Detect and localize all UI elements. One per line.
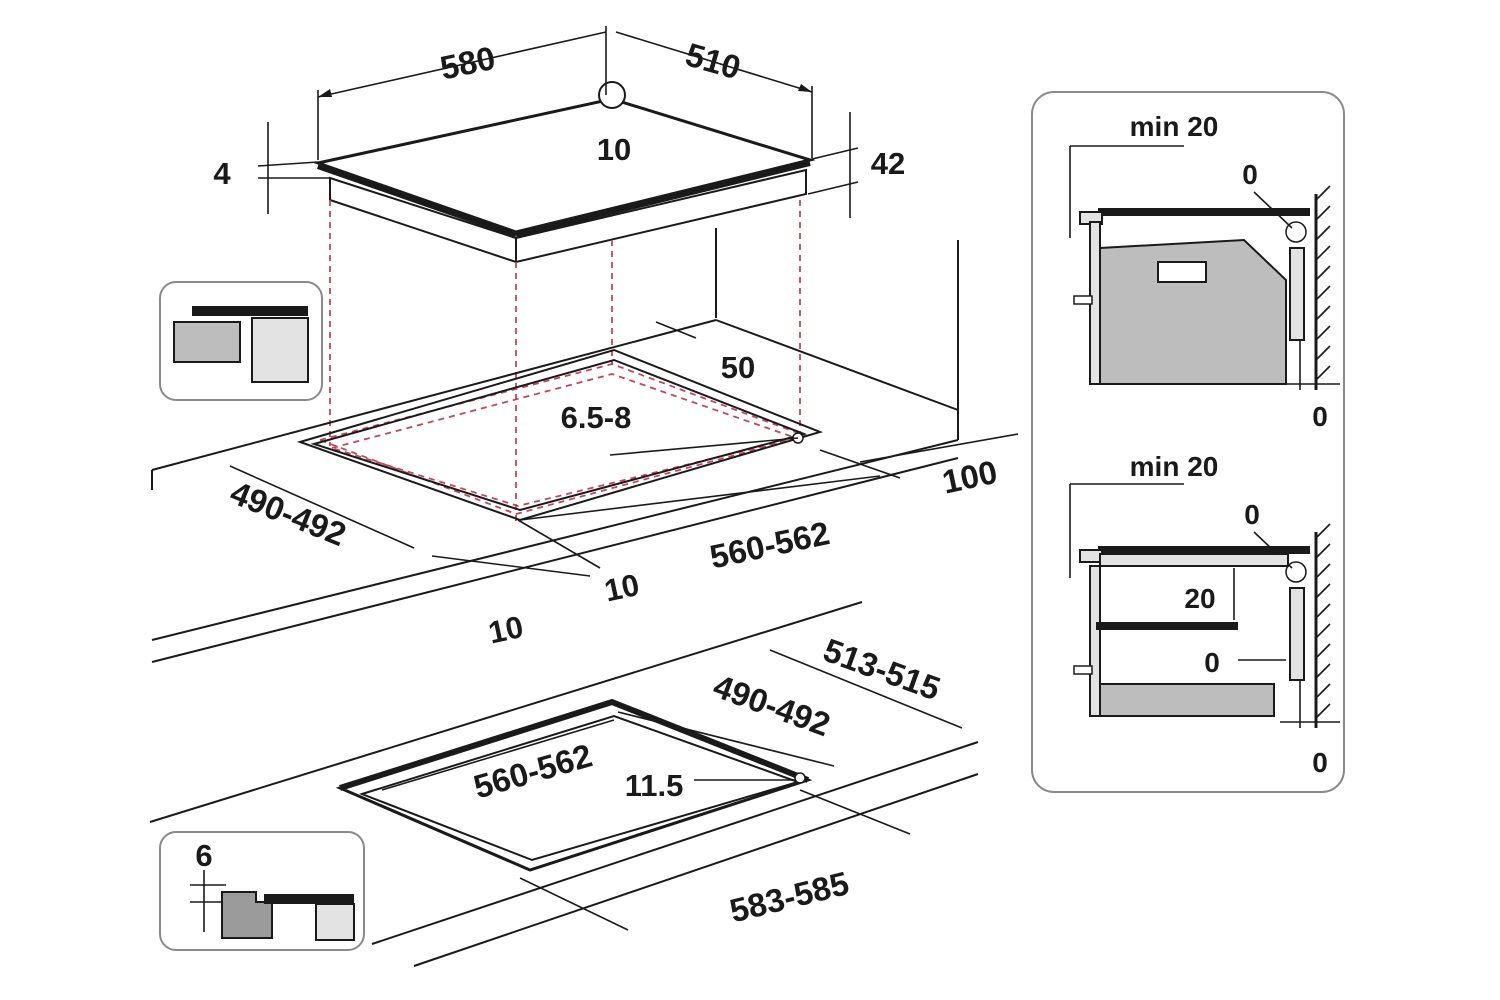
bottom-bottom-gap-label: 0 xyxy=(1312,747,1328,778)
recess-depth-label: 6 xyxy=(195,838,212,873)
front-clearance-label: 50 xyxy=(721,350,755,385)
bottom-gap-label: 0 xyxy=(1244,499,1260,530)
total-height-label: 42 xyxy=(871,146,905,181)
cutout-labels: 50 6.5-8 490-492 560-562 100 10 10 xyxy=(225,350,1000,650)
side-margin-right-label: 10 xyxy=(601,567,642,608)
hob-drawing xyxy=(312,81,816,264)
worktop-cutout xyxy=(151,228,959,663)
wall-hatch-bottom xyxy=(1315,523,1331,719)
wall-hatch-top xyxy=(1315,185,1331,381)
clearance-bottom-section xyxy=(1069,483,1340,728)
cutout-depth-label: 490-492 xyxy=(225,474,351,554)
hob-width-label: 580 xyxy=(437,39,499,87)
bottom-side-gap-label: 0 xyxy=(1204,647,1220,678)
top-bottom-gap-label: 0 xyxy=(1312,401,1328,432)
top-min-label: min 20 xyxy=(1130,111,1219,142)
hob-body-side xyxy=(515,168,807,264)
hob-dimensions xyxy=(257,26,859,218)
detail-box-bottom xyxy=(159,831,365,951)
detail-box-top xyxy=(159,281,323,401)
side-margin-left-label: 10 xyxy=(485,609,526,650)
top-gap-label: 0 xyxy=(1242,159,1258,190)
flush-worktop xyxy=(149,601,979,967)
clearance-top-section xyxy=(1069,145,1340,390)
hob-body-front xyxy=(329,176,517,264)
bottom-spacer-label: 20 xyxy=(1184,583,1215,614)
bracket-size-label: 6.5-8 xyxy=(561,400,632,435)
hob-depth-label: 510 xyxy=(682,36,745,87)
flush-outer-rim xyxy=(335,700,813,872)
clearance-labels: min 20 0 0 min 20 0 20 0 0 xyxy=(1130,111,1328,778)
cutout-width-label: 560-562 xyxy=(707,514,833,575)
flush-inner-depth-label: 490-492 xyxy=(709,667,835,743)
flush-outer-width-label: 583-585 xyxy=(726,864,852,929)
flush-rebate-label: 11.5 xyxy=(625,768,684,803)
corner-radius-marker xyxy=(598,81,626,109)
glass-thickness-label: 4 xyxy=(213,156,231,191)
clearance-panel xyxy=(1031,91,1345,793)
corner-radius-label: 10 xyxy=(597,132,631,167)
bottom-min-label: min 20 xyxy=(1130,451,1219,482)
cutout-dimensions xyxy=(229,433,1019,577)
